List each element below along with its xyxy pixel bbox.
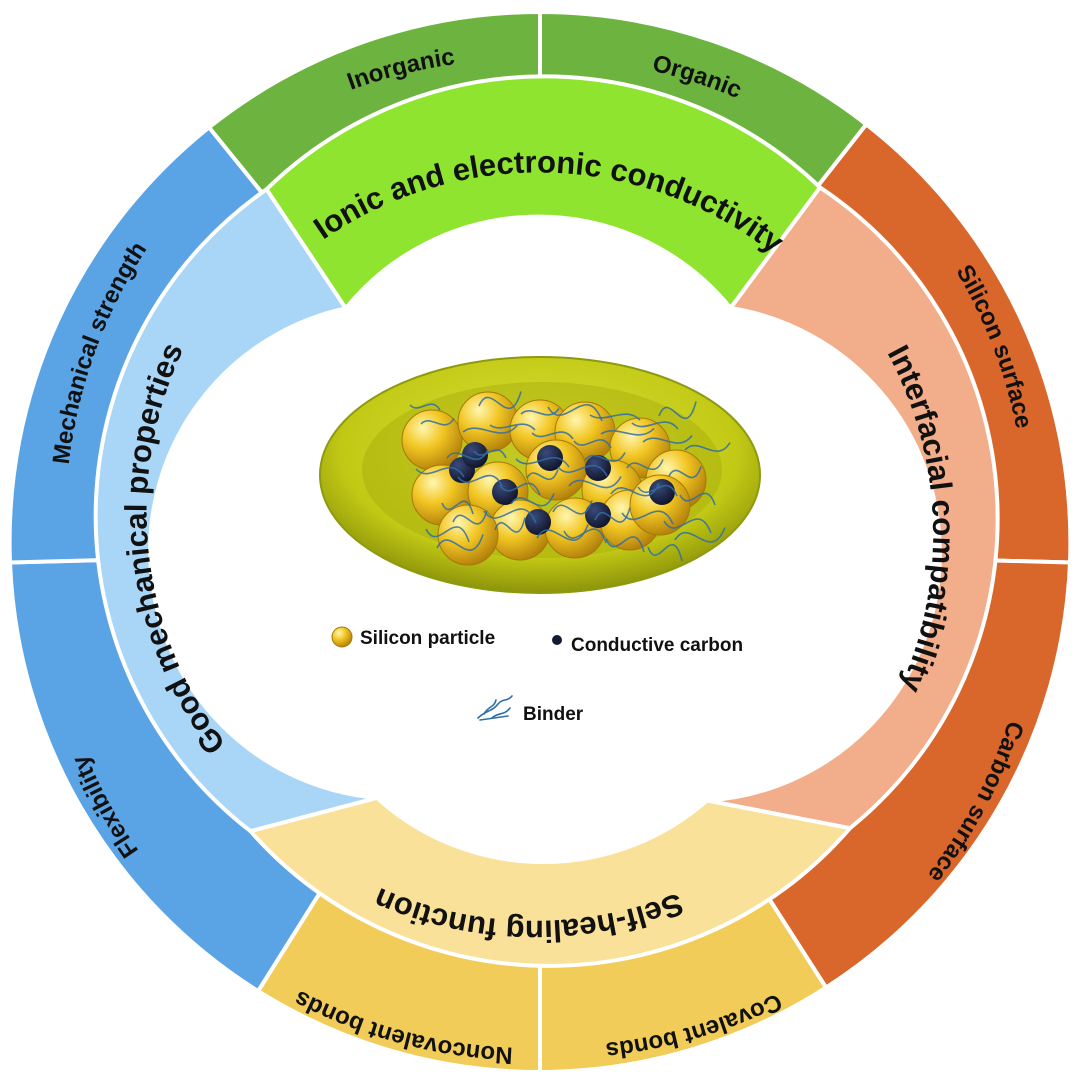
inner-ring <box>93 74 1000 968</box>
binder-fiber <box>420 418 455 426</box>
binder-fiber <box>663 518 712 534</box>
binder-fiber <box>600 427 655 436</box>
binder-fiber <box>547 404 603 422</box>
binder-fiber <box>658 401 697 419</box>
binder-fiber <box>674 527 726 543</box>
binder-fiber <box>520 407 560 416</box>
electrode-capsule-illustration <box>319 356 761 594</box>
binder-fiber <box>573 439 612 449</box>
binder-fiber <box>563 528 607 544</box>
binder-fiber <box>610 483 660 497</box>
binder-fiber <box>568 476 622 489</box>
binder-fiber <box>462 424 518 434</box>
binder-fiber <box>457 474 503 487</box>
binder-fiber <box>489 423 536 431</box>
binder-fiber <box>483 508 537 524</box>
segment-mechanical <box>93 187 379 834</box>
binder-fiber <box>446 449 489 461</box>
binder-fiber <box>637 484 678 497</box>
silicon-particle <box>457 391 519 453</box>
binder-fiber <box>473 449 507 459</box>
silicon-particle <box>437 504 499 566</box>
binder-fiber <box>425 526 470 543</box>
binder-fiber <box>409 403 441 411</box>
binder-fiber <box>494 517 526 533</box>
binder-fiber <box>594 507 631 523</box>
binder-fiber <box>642 434 693 444</box>
carbon-particle <box>492 479 518 505</box>
binder-fiber <box>531 431 574 440</box>
legend-binder-icon <box>477 695 513 721</box>
binder-fiber <box>605 536 645 553</box>
binder-fiber <box>584 452 626 462</box>
binder-fiber <box>436 534 484 551</box>
carbon-particle <box>462 442 488 468</box>
segment-self-healing <box>248 795 852 968</box>
binder-fiber <box>589 413 641 421</box>
binder-fiber <box>478 391 522 409</box>
legend: Silicon particle Conductive carbon Binde… <box>331 626 743 725</box>
binder-fiber <box>499 482 541 496</box>
binder-fiber <box>452 510 488 525</box>
legend-carbon-label: Conductive carbon <box>571 635 743 656</box>
silicon-particle <box>629 474 691 536</box>
binder-fiber <box>621 510 674 525</box>
binder-fiber <box>647 544 683 562</box>
binder-fiber <box>626 459 664 471</box>
legend-conductive-carbon-icon <box>552 635 562 645</box>
binder-fiber <box>515 456 570 468</box>
binder-fiber <box>415 466 465 478</box>
binder-fibers <box>409 391 731 562</box>
binder-fiber <box>441 500 474 515</box>
segment-interfacial <box>705 185 1000 831</box>
binder-fiber <box>526 469 559 481</box>
binder-fiber <box>510 493 555 507</box>
binder-fiber <box>679 492 716 506</box>
legend-binder-label: Binder <box>523 704 584 725</box>
binder-fiber <box>631 421 679 430</box>
binder-fiber <box>668 466 702 479</box>
legend-silicon-label: Silicon particle <box>360 628 495 649</box>
binder-fiber <box>552 500 593 515</box>
binder-fiber <box>557 464 608 477</box>
legend-silicon-particle-icon <box>331 626 353 648</box>
binder-fiber <box>684 442 731 452</box>
carbon-particle <box>585 455 611 481</box>
